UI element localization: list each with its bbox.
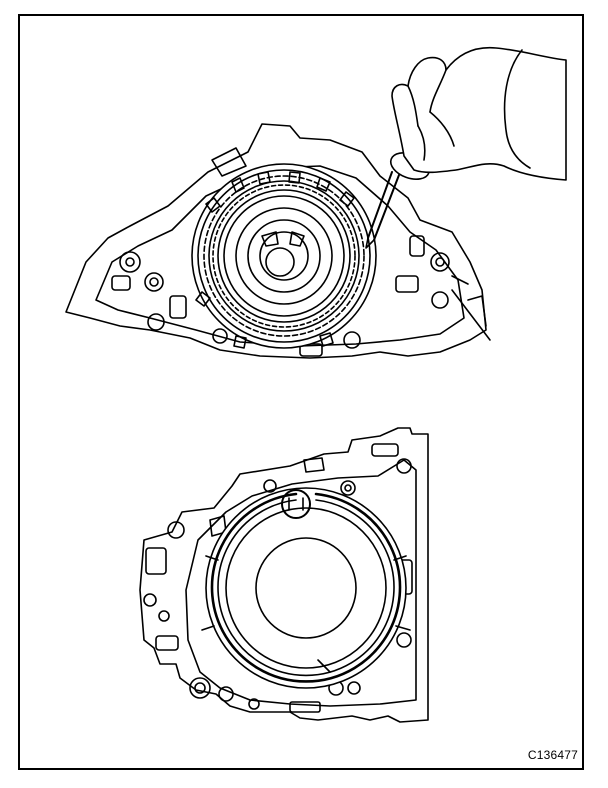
thumb-line	[503, 49, 531, 169]
bolt-boss	[263, 479, 277, 493]
bolt-boss	[340, 480, 356, 496]
bolt-boss	[396, 458, 412, 474]
bolt-boss	[144, 272, 164, 292]
bolt-boss	[143, 593, 157, 607]
bolt-boss	[430, 252, 450, 272]
bolt-boss	[343, 331, 361, 349]
case-rib	[145, 547, 167, 575]
ring-tabs	[201, 555, 411, 631]
finger-line	[429, 69, 447, 113]
bolt-hole	[149, 277, 159, 287]
clutch-teeth	[212, 184, 356, 328]
piston-bore	[255, 537, 357, 639]
ring-gap-mark	[317, 659, 331, 673]
bolt-boss	[167, 521, 185, 539]
hub-ring	[235, 207, 333, 305]
leader-line	[451, 289, 491, 341]
case-rib	[451, 275, 469, 285]
bolt-boss	[158, 610, 170, 622]
clutch-ring	[197, 169, 371, 343]
clutch-teeth	[203, 175, 365, 337]
finger-line	[407, 85, 419, 127]
bolt-boss	[431, 291, 449, 309]
clutch-ring	[223, 195, 345, 317]
clutch-lugs	[195, 171, 355, 349]
case-rib	[111, 275, 131, 291]
hub-bore	[259, 231, 309, 281]
hub-ring	[247, 219, 321, 293]
knuckle-line	[429, 111, 455, 147]
bolt-boss	[212, 328, 228, 344]
case-bore	[205, 487, 407, 689]
clutch-ring	[208, 180, 360, 332]
bolt-hole	[435, 257, 445, 267]
screwdriver-tip	[365, 237, 375, 249]
case-rib	[409, 235, 425, 257]
snap-ring	[210, 492, 402, 683]
snap-ring-gap-callout	[281, 489, 311, 519]
top-case-inner	[95, 165, 465, 347]
case-rib	[211, 147, 247, 177]
case-rib	[467, 295, 487, 327]
knuckle-line	[417, 125, 426, 161]
case-rib	[395, 275, 419, 293]
bolt-boss	[396, 632, 412, 648]
bolt-hole	[125, 257, 135, 267]
case-rib	[155, 635, 179, 651]
bolt-boss	[248, 698, 260, 710]
spline-detail	[261, 231, 279, 247]
clutch-outer-ring	[191, 163, 377, 349]
bolt-boss	[147, 313, 165, 331]
spline-detail	[289, 231, 305, 247]
bolt-boss	[119, 251, 141, 273]
screwdriver-shaft	[367, 171, 393, 239]
bolt-boss	[347, 681, 361, 695]
case-rib	[371, 443, 399, 457]
bolt-boss	[189, 677, 211, 699]
bolt-hole	[194, 682, 206, 694]
case-rib	[303, 457, 325, 473]
bottom-case-inner	[185, 459, 417, 707]
clutch-ring	[217, 189, 351, 323]
case-rib	[289, 701, 321, 713]
screwdriver-shaft-edge	[373, 174, 400, 241]
bottom-view	[139, 427, 429, 723]
hand	[391, 46, 567, 181]
snap-ring-ends	[288, 497, 304, 511]
top-view	[65, 46, 567, 359]
hub-bore-inner	[265, 247, 295, 277]
snap-ring-inner-edge	[217, 499, 395, 677]
bolt-hole	[344, 484, 352, 492]
case-rib	[169, 295, 187, 319]
piston-ring	[225, 507, 387, 669]
figure-id-label: C136477	[527, 748, 578, 762]
bolt-boss	[218, 686, 234, 702]
